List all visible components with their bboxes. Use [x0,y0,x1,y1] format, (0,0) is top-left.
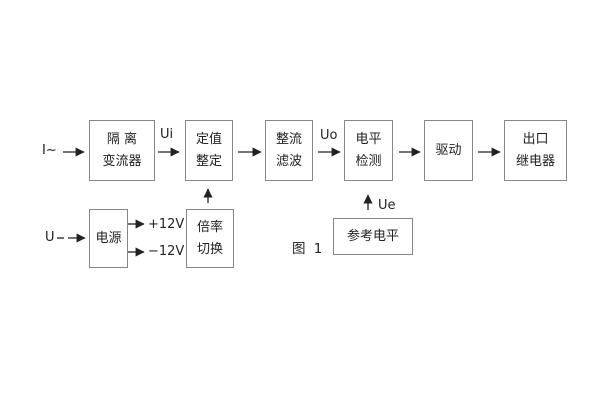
block-label: 电源 [95,230,122,246]
block-label: 继电器 [515,153,555,169]
block-reference-level: 参考电平 [333,218,413,255]
block-label: 驱动 [435,142,462,158]
block-label: 滤波 [275,153,302,169]
block-label: 整流 [275,131,302,147]
input-voltage-label: U [45,230,55,245]
signal-ue-label: Ue [378,198,396,213]
block-label: 变流器 [102,153,142,169]
block-label: 电平 [355,131,382,147]
block-setpoint-adjust: 定值 整定 [185,120,233,181]
block-power-supply: 电源 [89,209,128,268]
rail-positive-label: +12V [148,217,185,232]
figure-caption: 图 1 [292,241,325,257]
block-label: 出口 [522,131,549,147]
block-label: 切换 [196,241,223,257]
block-level-detect: 电平 检测 [344,120,393,181]
block-label: 倍率 [196,219,223,235]
block-output-relay: 出口 继电器 [504,120,567,181]
block-label: 隔 离 [106,131,138,147]
block-label: 整定 [195,153,222,169]
signal-ui-label: Ui [160,127,174,142]
input-current-label: I~ [42,143,57,158]
block-label: 定值 [195,131,222,147]
block-isolation-transformer: 隔 离 变流器 [89,120,155,181]
signal-uo-label: Uo [320,128,338,143]
block-label: 检测 [355,153,382,169]
block-rectifier-filter: 整流 滤波 [265,120,313,181]
block-label: 参考电平 [346,228,399,244]
rail-negative-label: −12V [148,244,185,259]
block-drive: 驱动 [424,120,473,181]
block-ratio-switch: 倍率 切换 [186,209,234,268]
